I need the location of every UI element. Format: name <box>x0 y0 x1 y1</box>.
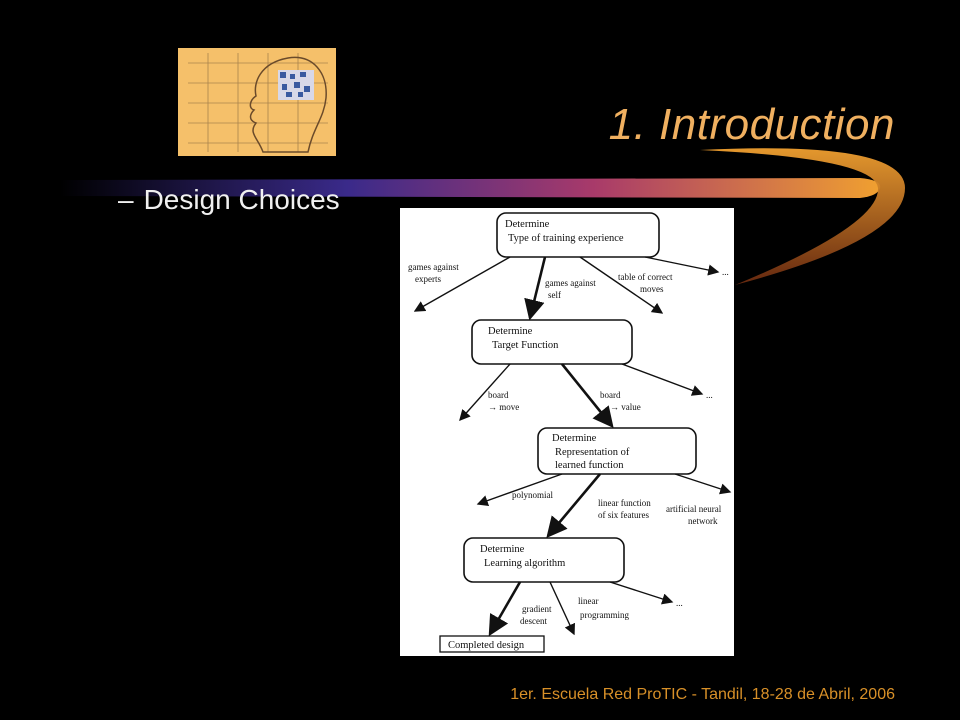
label-games-experts-1: games against <box>408 262 459 272</box>
design-choices-diagram: Determine Type of training experience De… <box>400 208 734 656</box>
arrow-board-value <box>560 363 614 429</box>
label-games-self-2: self <box>548 290 561 300</box>
label-gradient-1: gradient <box>522 604 552 614</box>
label-board-value-1: board <box>600 390 621 400</box>
node-algorithm-line2: Learning algorithm <box>484 558 565 569</box>
arrow-table-moves <box>579 256 664 314</box>
arrow-games-self <box>524 256 547 321</box>
label-games-self-1: games against <box>545 278 596 288</box>
head-silhouette-icon <box>178 48 336 156</box>
bullet-dash: – <box>118 184 134 215</box>
node-representation <box>537 427 697 475</box>
bullet-text: Design Choices <box>143 184 340 215</box>
label-board-move-1: board <box>488 390 509 400</box>
slide-title: 1. Introduction <box>608 100 895 149</box>
label-linear-six-1: linear function <box>598 498 651 508</box>
arrow-training-other <box>644 256 720 276</box>
label-linear-prog-1: linear <box>578 596 599 606</box>
node-algorithm-line1: Determine <box>480 544 525 555</box>
arrow-board-move <box>459 363 511 422</box>
label-gradient-2: descent <box>520 616 547 626</box>
label-games-experts-2: experts <box>415 274 441 284</box>
label-ellipsis-1: ... <box>722 267 729 277</box>
label-ann-2: network <box>688 516 718 526</box>
node-training-line2: Type of training experience <box>508 233 624 244</box>
node-training-line1: Determine <box>505 219 550 230</box>
label-linear-six-2: of six features <box>598 510 649 520</box>
label-ann-1: artificial neural <box>666 504 722 514</box>
arrow-linear-prog <box>549 581 575 636</box>
label-board-value-2: → value <box>610 402 641 412</box>
label-table-moves-1: table of correct <box>618 272 673 282</box>
arrow-target-other <box>621 363 704 396</box>
slide-footer: 1er. Escuela Red ProTIC - Tandil, 18-28 … <box>510 686 895 703</box>
node-training-experience <box>496 212 660 258</box>
node-target-function <box>471 319 633 365</box>
arrow-ann <box>674 473 732 495</box>
node-representation-line2: Representation of <box>555 447 630 458</box>
label-polynomial: polynomial <box>512 490 553 500</box>
label-ellipsis-3: ... <box>676 598 683 608</box>
node-representation-line1: Determine <box>552 433 597 444</box>
arrow-gradient <box>488 581 522 637</box>
logo <box>178 48 336 156</box>
node-completed-label: Completed design <box>448 640 525 651</box>
label-linear-prog-2: programming <box>580 610 629 620</box>
arrow-algorithm-other <box>609 581 674 605</box>
node-learning-algorithm <box>463 537 625 583</box>
bullet-item: –Design Choices <box>118 184 340 216</box>
label-board-move-2: → move <box>488 402 519 412</box>
arrow-linear-six <box>546 473 601 538</box>
label-ellipsis-2: ... <box>706 390 713 400</box>
node-representation-line3: learned function <box>555 460 624 471</box>
label-table-moves-2: moves <box>640 284 664 294</box>
node-target-line2: Target Function <box>492 340 559 351</box>
arrow-polynomial <box>476 473 563 506</box>
arrow-games-experts <box>413 256 511 312</box>
node-target-line1: Determine <box>488 326 533 337</box>
title-swoosh <box>60 148 905 285</box>
